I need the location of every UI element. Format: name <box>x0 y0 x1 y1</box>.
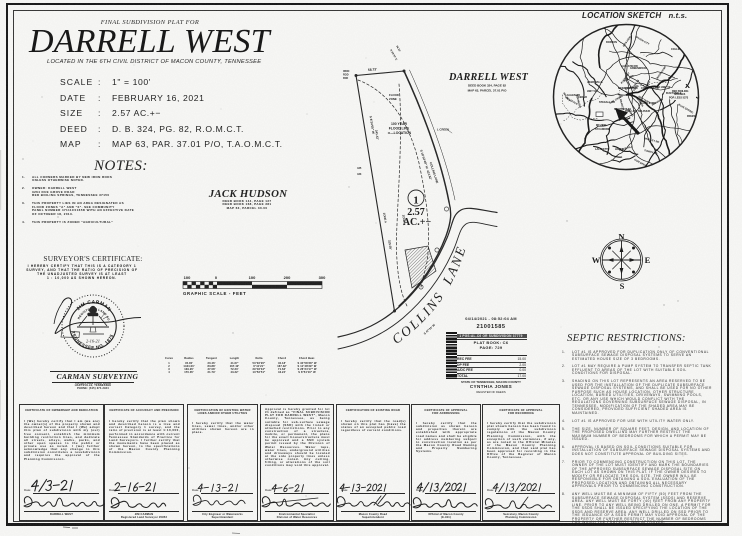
svg-text:DARRELL WEST: DARRELL WEST <box>448 72 529 83</box>
svg-text:POP. LESS 5373: POP. LESS 5373 <box>669 96 689 99</box>
svg-text:DODSON: DODSON <box>606 41 617 44</box>
svg-text:433: 433 <box>357 172 362 176</box>
svg-text:0: 0 <box>215 275 218 280</box>
svg-text:HWY 52: HWY 52 <box>587 90 597 93</box>
svg-text:TOMMY RD: TOMMY RD <box>644 149 658 155</box>
svg-text:ZONE A: ZONE A <box>382 212 388 223</box>
svg-text:200: 200 <box>284 275 291 280</box>
svg-text:MAP 63, PARCEL 37.01 P/O: MAP 63, PARCEL 37.01 P/O <box>468 89 508 93</box>
svg-text:58.73': 58.73' <box>368 67 378 72</box>
svg-text:300: 300 <box>319 275 326 280</box>
svg-text:435: 435 <box>357 166 362 170</box>
svg-text:BRATTONTOWN: BRATTONTOWN <box>618 87 638 90</box>
svg-text:E: E <box>645 255 651 265</box>
svg-text:COLLINS RD: COLLINS RD <box>671 48 686 51</box>
svg-text:SULPHUR: SULPHUR <box>638 110 650 113</box>
svg-text:L CREEK: L CREEK <box>437 128 449 132</box>
svg-text:BLUE SPRING: BLUE SPRING <box>678 103 694 114</box>
svg-text:FND: FND <box>343 77 348 80</box>
svg-text:GALLATIN RD: GALLATIN RD <box>621 65 638 68</box>
svg-text:REGISTERED LAND SURVEYOR: REGISTERED LAND SURVEYOR <box>0 0 111 321</box>
svg-text:CEDAR: CEDAR <box>578 96 587 99</box>
svg-text:UNION CAMP: UNION CAMP <box>655 65 667 80</box>
svg-text:LAFAYETTE: LAFAYETTE <box>595 148 610 151</box>
svg-text:◄—LOCATION: ◄—LOCATION <box>387 131 412 135</box>
svg-text:SYCAMORE: SYCAMORE <box>595 128 610 131</box>
svg-text:S 8°24'55" W: S 8°24'55" W <box>369 116 376 135</box>
svg-text:38.15': 38.15' <box>395 45 401 53</box>
svg-text:N 88°57' E: N 88°57' E <box>389 49 398 61</box>
svg-text:N: N <box>618 232 625 242</box>
svg-text:GRAPHIC SCALE - FEET: GRAPHIC SCALE - FEET <box>183 291 246 296</box>
svg-text:100: 100 <box>184 275 191 280</box>
svg-text:MACON CITY: MACON CITY <box>635 35 650 46</box>
svg-text:FLOOD LINE: FLOOD LINE <box>389 127 410 131</box>
svg-text:2-16-21: 2-16-21 <box>86 339 100 344</box>
svg-text:315.05': 315.05' <box>387 240 393 251</box>
svg-text:AKERSVILLE: AKERSVILLE <box>587 81 603 84</box>
svg-text:100 YEAR: 100 YEAR <box>391 122 408 126</box>
svg-text:S 47°33' W: S 47°33' W <box>423 323 436 336</box>
svg-text:MT ZION: MT ZION <box>596 124 606 127</box>
svg-text:S: S <box>620 281 625 291</box>
svg-text:W: W <box>592 255 601 265</box>
svg-text:1: 1 <box>413 195 419 207</box>
svg-text:DEED BOOK 324, PAGE 82: DEED BOOK 324, PAGE 82 <box>468 84 506 88</box>
svg-text:241.42': 241.42' <box>374 130 380 141</box>
svg-text:ZONE: ZONE <box>389 97 397 101</box>
svg-text:100: 100 <box>249 275 256 280</box>
